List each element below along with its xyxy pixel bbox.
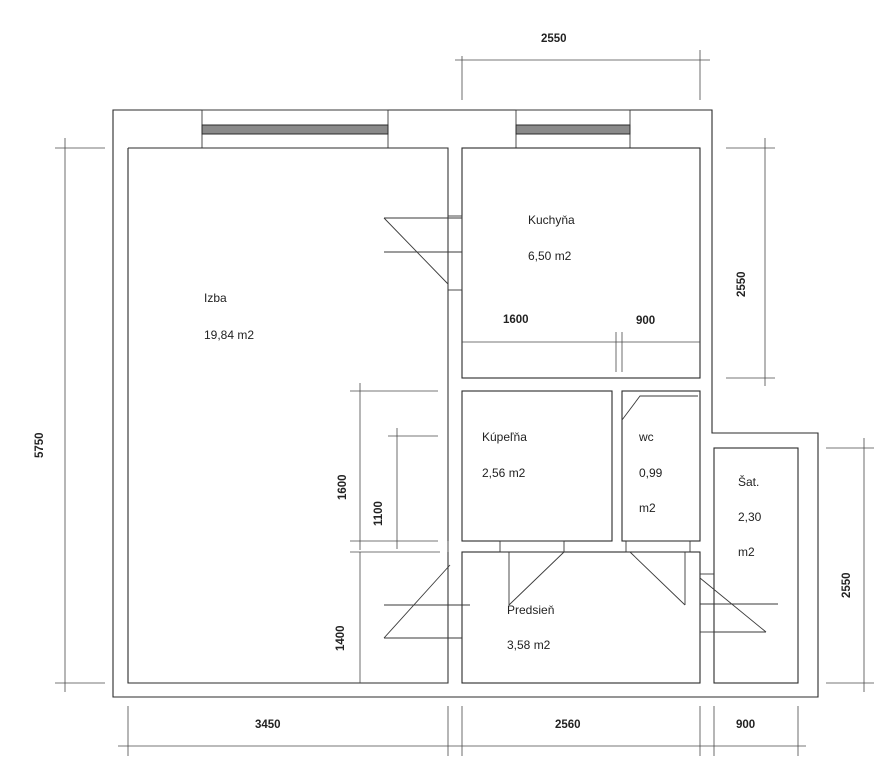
dim-bottom: [118, 706, 806, 756]
dim-label-left: 5750: [34, 432, 46, 458]
room-label-wc: wc: [638, 430, 654, 444]
dim-label-right-closet: 2550: [841, 572, 853, 598]
dim-label-inner-1600: 1600: [337, 474, 349, 500]
dim-label-bottom-mid: 2560: [555, 719, 581, 731]
dim-kitchen-inner: [462, 332, 700, 372]
room-label-predsien: Predsieň: [507, 603, 554, 617]
outer-walls: [112, 109, 819, 698]
room-sat-outline: [713, 447, 799, 684]
door-izba-predsien: [383, 564, 470, 639]
wc-fixture: [621, 395, 698, 421]
dim-label-inner-1100: 1100: [373, 501, 385, 526]
room-predsien-outline: [461, 551, 701, 684]
door-kupelna: [499, 540, 565, 606]
room-area-izba: 19,84 m2: [204, 328, 254, 342]
room-label-sat: Šat.: [738, 474, 759, 489]
room-label-kupelna: Kúpeľňa: [482, 430, 527, 444]
room-area-value-wc: 0,99: [639, 466, 663, 480]
door-izba-kuchyna: [383, 215, 463, 291]
room-area-value-sat: 2,30: [738, 510, 762, 524]
dim-label-kitchen-1600: 1600: [503, 314, 529, 326]
room-kuchyna-outline: [461, 147, 701, 379]
room-label-kuchyna: Kuchyňa: [528, 213, 575, 227]
dim-label-kitchen-900: 900: [636, 315, 655, 327]
dim-label-right-kitchen: 2550: [736, 271, 748, 297]
dim-top: [455, 50, 710, 100]
dim-label-bottom-left: 3450: [255, 719, 281, 731]
dim-right-closet: [826, 438, 874, 692]
window-kuchyna: [515, 109, 631, 149]
dim-label-inner-1400: 1400: [335, 625, 347, 651]
room-area-predsien: 3,58 m2: [507, 638, 551, 652]
room-label-izba: Izba: [204, 291, 227, 305]
dim-inner-vertical: [350, 383, 440, 683]
dim-right-kitchen: [726, 138, 775, 386]
room-area-kupelna: 2,56 m2: [482, 466, 526, 480]
room-area-unit-sat: m2: [738, 545, 755, 559]
dim-left: [55, 138, 105, 692]
room-izba-outline: [127, 147, 449, 684]
door-sat: [699, 573, 778, 633]
window-izba: [201, 109, 389, 149]
room-area-kuchyna: 6,50 m2: [528, 249, 572, 263]
dim-label-bottom-right: 900: [736, 719, 755, 731]
room-area-unit-wc: m2: [639, 501, 656, 515]
door-wc: [625, 540, 691, 606]
dim-label-top: 2550: [541, 33, 567, 45]
